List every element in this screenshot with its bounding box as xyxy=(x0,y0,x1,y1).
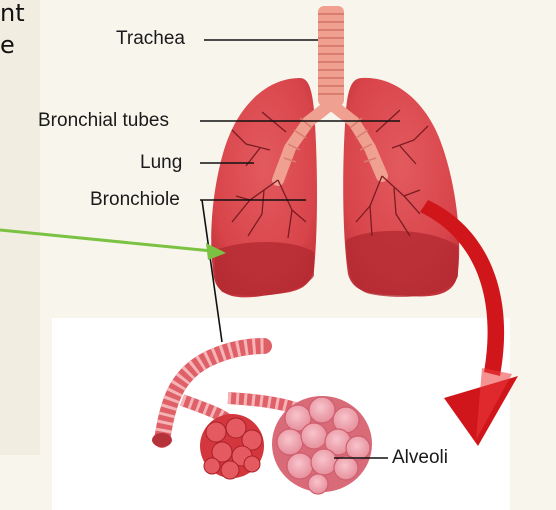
trachea-shape xyxy=(318,6,344,106)
large-alveoli-cluster xyxy=(272,396,372,494)
label-lung: Lung xyxy=(140,152,182,174)
small-alveoli-cluster xyxy=(200,414,264,479)
green-arrow xyxy=(0,230,226,260)
label-alveoli: Alveoli xyxy=(392,447,448,469)
label-trachea: Trachea xyxy=(116,28,185,50)
label-bronchiole: Bronchiole xyxy=(90,189,180,211)
label-bronchial-tubes: Bronchial tubes xyxy=(38,110,169,132)
